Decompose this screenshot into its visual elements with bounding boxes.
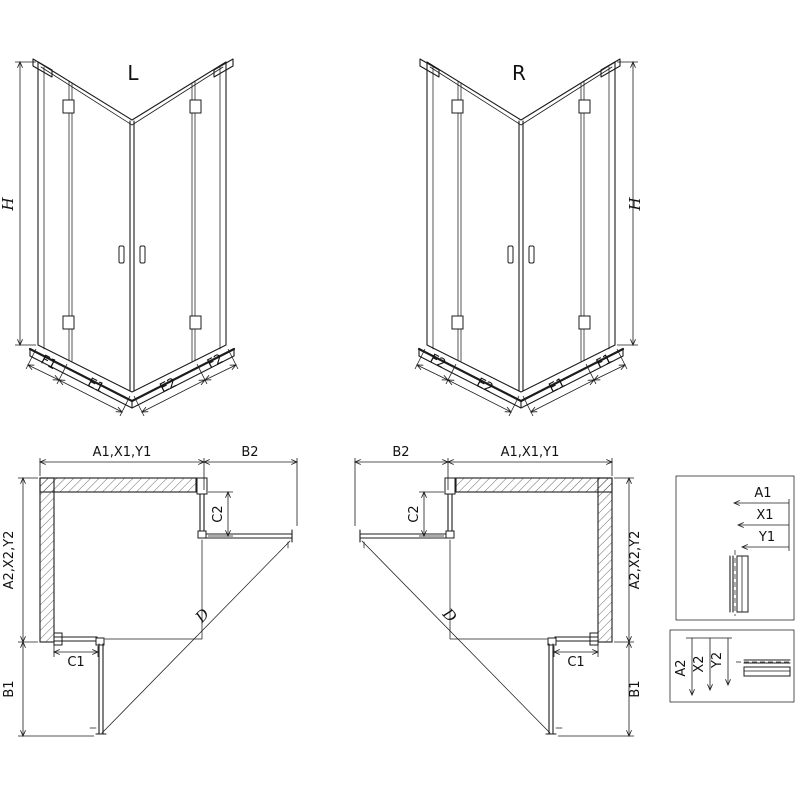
dimension-bottom-left-side: F1 E1 — [25, 348, 131, 417]
bottom-profile-section — [736, 659, 792, 677]
dimension-c2: C2 — [208, 490, 233, 538]
detail-label-x2: X2 — [692, 655, 707, 672]
diagonal-opening: D — [101, 540, 291, 734]
dim-label-f1: F1 — [38, 353, 59, 374]
dim-label-a1x1y1: A1,X1,Y1 — [501, 445, 560, 460]
shower-tray — [417, 347, 625, 409]
dim-label-f2: F2 — [205, 352, 226, 373]
shower-tray — [28, 347, 236, 409]
tray-edge — [104, 539, 203, 640]
dimension-depth: A2,X2,Y2 — [2, 476, 38, 644]
detail-border — [669, 629, 795, 703]
dimension-c2: C2 — [407, 490, 444, 538]
dimension-depth: A2,X2,Y2 — [614, 476, 643, 644]
diagonal-opening: D — [361, 540, 551, 734]
dimension-c1: C1 — [52, 644, 100, 670]
detail-label-a2: A2 — [674, 659, 689, 676]
detail-label-y2: Y2 — [710, 652, 725, 669]
detail-border — [675, 475, 795, 621]
dim-label-b1: B1 — [2, 680, 17, 697]
door-handles — [118, 245, 146, 264]
wall-left — [39, 477, 55, 643]
dimension-top: B2 A1,X1,Y1 — [353, 445, 614, 526]
dimension-height-right: H — [617, 60, 644, 347]
fixed-panel-bottom — [547, 632, 599, 646]
door-hinges — [62, 99, 202, 330]
wall-profile-brackets — [32, 58, 234, 78]
dim-label-b2: B2 — [392, 445, 409, 460]
dim-label-b2: B2 — [241, 445, 258, 460]
wall-profile-brackets — [419, 58, 621, 78]
dim-label-h: H — [0, 197, 17, 212]
front-view-right: R — [414, 58, 644, 417]
dimension-top: A1,X1,Y1 B2 — [38, 445, 299, 526]
dim-label-d: D — [191, 605, 213, 627]
door-hinges — [451, 99, 591, 330]
dimension-c1: C1 — [552, 644, 600, 670]
plan-view-right: D B2 A1,X1,Y1 C2 A2,X2,Y2 C1 — [353, 445, 643, 738]
glass-panels-right-view — [426, 61, 616, 393]
dimension-bottom-right-side: E2 F2 — [133, 348, 239, 417]
open-door-left — [359, 529, 447, 549]
dim-label-e2: E2 — [474, 375, 496, 396]
open-door-right — [205, 529, 293, 549]
view-label-right: R — [512, 61, 526, 85]
dimension-height-left: H — [0, 60, 36, 347]
dim-label-e1: E1 — [547, 375, 569, 396]
dim-label-f1: F1 — [594, 352, 615, 373]
dimension-bottom-right-side: E1 F1 — [522, 348, 628, 417]
dim-label-c2: C2 — [211, 505, 226, 522]
glass-panels-left-view — [37, 61, 227, 393]
dim-label-e1: E1 — [85, 375, 107, 396]
detail-label-a1: A1 — [754, 486, 771, 501]
wall-top — [39, 477, 197, 493]
fixed-panel-left — [444, 477, 456, 539]
wall-top — [455, 477, 613, 493]
dim-label-c1: C1 — [567, 655, 584, 670]
fixed-panel-right — [196, 477, 208, 539]
dimension-bottom-left-side: F2 E2 — [414, 348, 520, 417]
dim-label-a2x2y2: A2,X2,Y2 — [2, 531, 17, 590]
dim-label-e2: E2 — [158, 375, 180, 396]
wall-profile-section — [729, 550, 749, 616]
dim-label-f2: F2 — [427, 352, 448, 373]
detail-view-top: A1 X1 Y1 — [675, 475, 795, 621]
dim-label-c2: C2 — [407, 505, 422, 522]
dimension-b1: B1 — [558, 640, 643, 738]
detail-label-x1: X1 — [756, 508, 773, 523]
dim-label-b1: B1 — [628, 680, 643, 697]
dim-label-h: H — [626, 197, 644, 212]
dimension-b1: B1 — [2, 640, 94, 738]
open-door-bottom — [89, 643, 107, 735]
detail-view-bottom: A2 X2 Y2 — [669, 629, 795, 703]
open-door-bottom — [545, 643, 563, 735]
view-label-left: L — [127, 61, 139, 85]
detail-label-y1: Y1 — [758, 530, 775, 545]
fixed-panel-bottom — [53, 632, 105, 646]
dim-label-a1x1y1: A1,X1,Y1 — [93, 445, 152, 460]
front-view-left: L — [0, 58, 239, 417]
wall-right — [597, 477, 613, 643]
plan-view-left: D A1,X1,Y1 B2 C2 A2,X2,Y2 C1 — [2, 445, 299, 738]
dim-label-d: D — [438, 604, 460, 626]
tray-edge — [449, 539, 548, 640]
dim-label-c1: C1 — [67, 655, 84, 670]
door-handles — [507, 245, 535, 264]
dim-label-a2x2y2: A2,X2,Y2 — [628, 531, 643, 590]
